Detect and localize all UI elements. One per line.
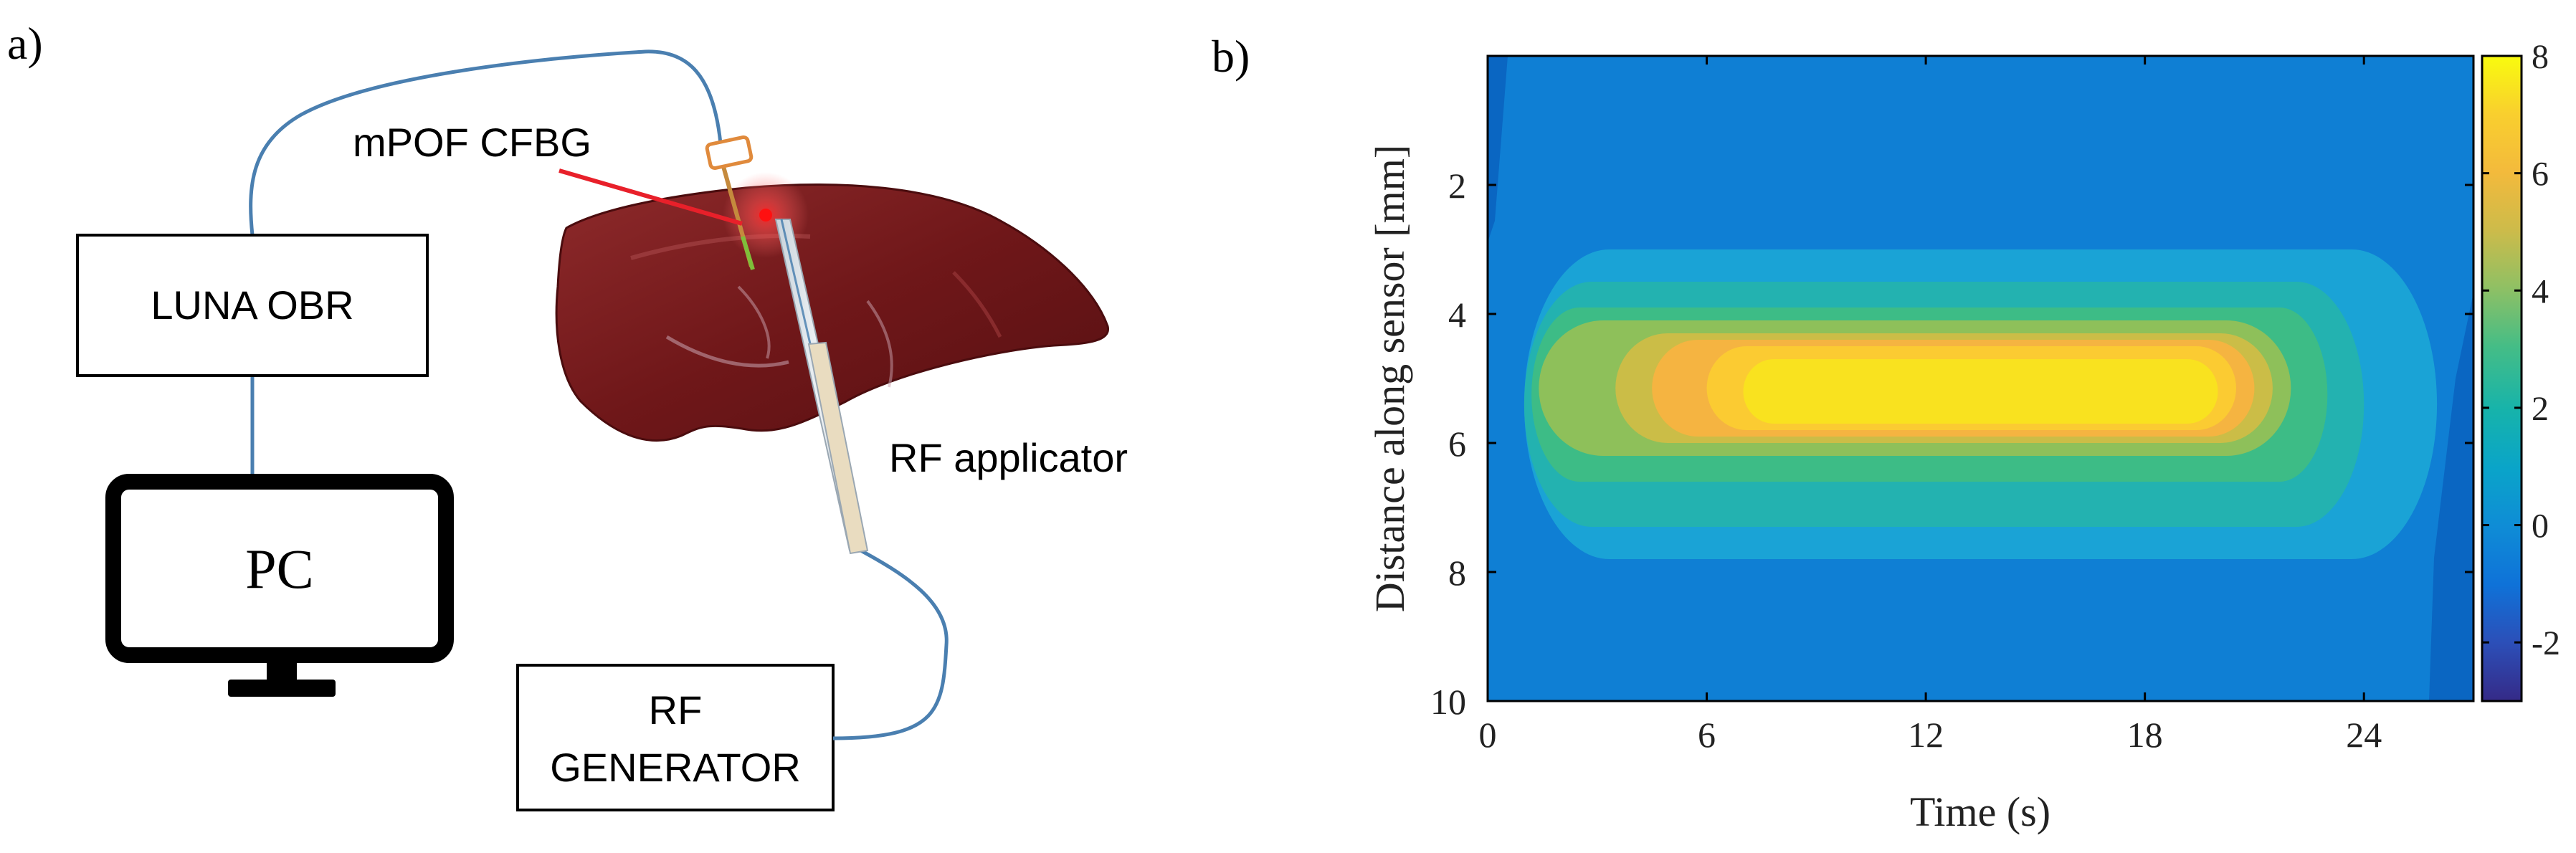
rf-cable <box>832 546 949 740</box>
contour-level-8 <box>1743 359 2218 424</box>
contour-edge-left <box>1488 56 1508 242</box>
sensor-pointer <box>559 168 743 226</box>
y-tick-label: 6 <box>1448 424 1466 464</box>
colorbar-tick-label: 4 <box>2532 272 2549 310</box>
pc-monitor: PC <box>105 474 454 697</box>
y-axis: 2 4 6 8 10 <box>1430 166 2473 722</box>
rf-generator-box: RF GENERATOR <box>516 664 835 811</box>
rf-applicator-probe <box>774 219 869 555</box>
panel-b-label: b) <box>1212 31 1250 82</box>
panel-a: a) LUNA OBR PC RF GENERATOR <box>7 18 1128 811</box>
luna-obr-box: LUNA OBR <box>76 234 429 377</box>
rf-generator-label-1: RF <box>649 687 703 733</box>
sensor-label: mPOF CFBG <box>353 120 591 165</box>
x-tick-label: 6 <box>1698 715 1716 755</box>
x-axis-label: Time (s) <box>1910 788 2050 835</box>
plot-frame <box>1486 54 2475 702</box>
y-tick-label: 2 <box>1448 166 1466 206</box>
ablation-hotspot <box>759 209 772 221</box>
x-tick-label: 24 <box>2346 715 2382 755</box>
colorbar <box>2481 54 2523 702</box>
colorbar-ticks: -2 0 2 4 6 8 <box>2482 38 2560 662</box>
y-tick-label: 8 <box>1448 553 1466 593</box>
x-tick-label: 12 <box>1908 715 1944 755</box>
x-tick-label: 18 <box>2127 715 2163 755</box>
contour-edge-right <box>2429 292 2473 701</box>
cfbg-sensor <box>705 135 755 270</box>
x-tick-label: 0 <box>1479 715 1497 755</box>
applicator-label: RF applicator <box>889 435 1128 480</box>
liver-tissue <box>555 184 1110 442</box>
luna-obr-label: LUNA OBR <box>151 282 353 328</box>
pc-label: PC <box>245 538 313 600</box>
colorbar-tick-label: 2 <box>2532 390 2549 428</box>
colorbar-tick-label: 8 <box>2532 38 2549 76</box>
y-axis-label: Distance along sensor [mm] <box>1367 145 1413 612</box>
colorbar-tick-label: 0 <box>2532 507 2549 545</box>
y-tick-label: 4 <box>1448 295 1466 335</box>
x-axis: 0 6 12 18 24 <box>1479 56 2382 755</box>
contour-plot <box>1488 56 2473 701</box>
colorbar-tick-label: 6 <box>2532 156 2549 194</box>
colorbar-tick-label: -2 <box>2532 624 2560 662</box>
optical-fiber <box>249 49 723 236</box>
panel-a-label: a) <box>7 18 43 69</box>
rf-generator-label-2: GENERATOR <box>550 745 801 790</box>
y-tick-label: 10 <box>1430 682 1466 722</box>
